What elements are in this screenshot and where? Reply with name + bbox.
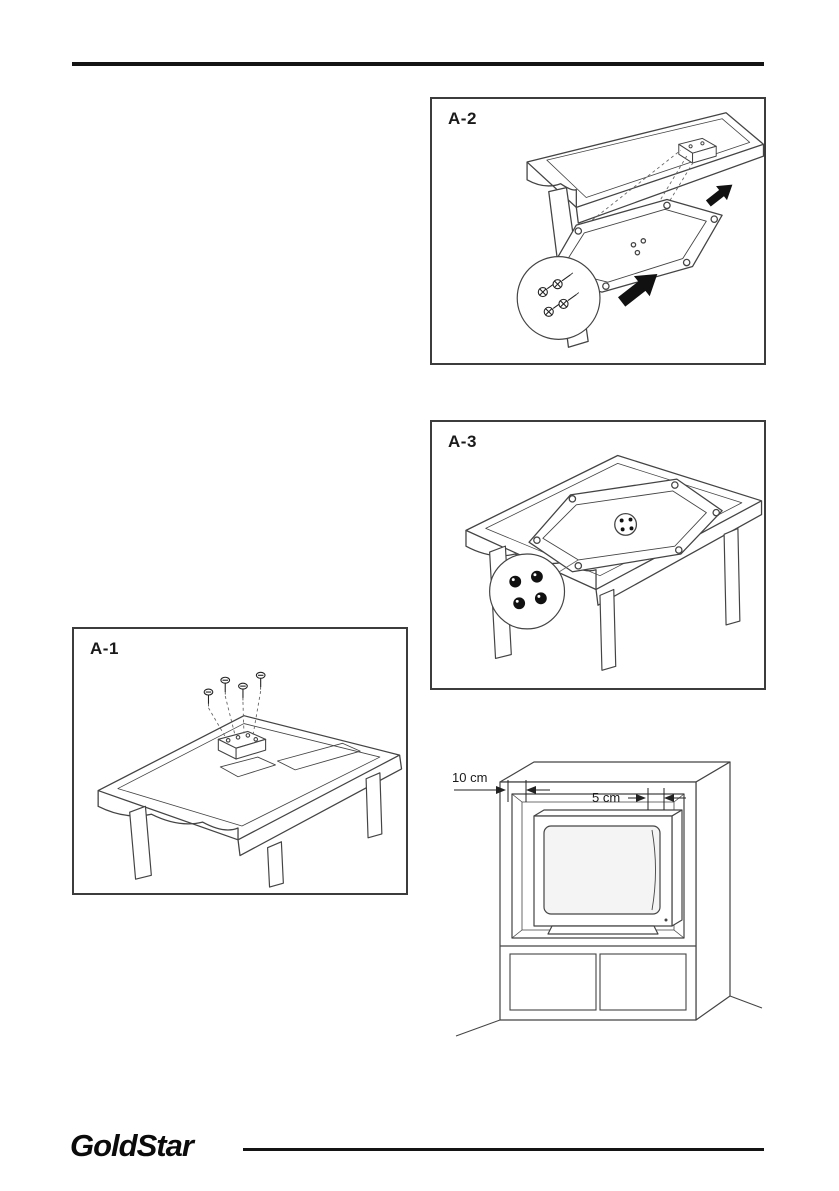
dimension-5cm: 5 cm — [592, 788, 686, 810]
wall-mount-block — [678, 137, 717, 164]
tv-stand — [547, 925, 659, 935]
stand-bracket — [217, 730, 267, 760]
figure-a2: A-2 — [430, 97, 766, 365]
floor-lines — [455, 995, 763, 1037]
tv-screen — [543, 825, 661, 915]
stand-recess — [219, 742, 361, 778]
footer-rule — [243, 1148, 764, 1151]
figure-a1-label: A-1 — [90, 639, 119, 658]
cabinet-illustration: 10 cm 5 cm — [452, 761, 763, 1037]
figure-a2-label: A-2 — [448, 109, 477, 128]
figure-a3-label: A-3 — [448, 432, 477, 451]
table-legs — [129, 772, 383, 888]
direction-arrow-large — [618, 274, 658, 307]
brand-logo: GoldStar — [70, 1128, 194, 1163]
zoom-bubble-screw-heads — [489, 553, 566, 630]
top-rule — [72, 62, 764, 66]
direction-arrow-small — [705, 184, 733, 207]
screws — [203, 671, 266, 707]
mounting-plate-installed — [528, 478, 723, 573]
dimension-10cm: 10 cm — [452, 770, 550, 802]
cabinet-clearance-diagram: 10 cm 5 cm — [448, 738, 778, 1038]
tv-set — [533, 809, 683, 935]
figure-a1-illustration — [97, 671, 403, 888]
figure-a1: A-1 — [72, 627, 408, 895]
figure-a3-illustration — [465, 454, 763, 671]
tv-back-slab — [97, 715, 403, 857]
clearance-side-label: 10 cm — [452, 770, 487, 785]
cabinet-doors — [509, 953, 687, 1011]
figure-a3: A-3 — [430, 420, 766, 690]
clearance-gap-label: 5 cm — [592, 790, 620, 805]
figure-a2-illustration — [516, 112, 764, 348]
zoom-bubble-screws — [516, 256, 601, 340]
screw-guides — [208, 690, 262, 739]
